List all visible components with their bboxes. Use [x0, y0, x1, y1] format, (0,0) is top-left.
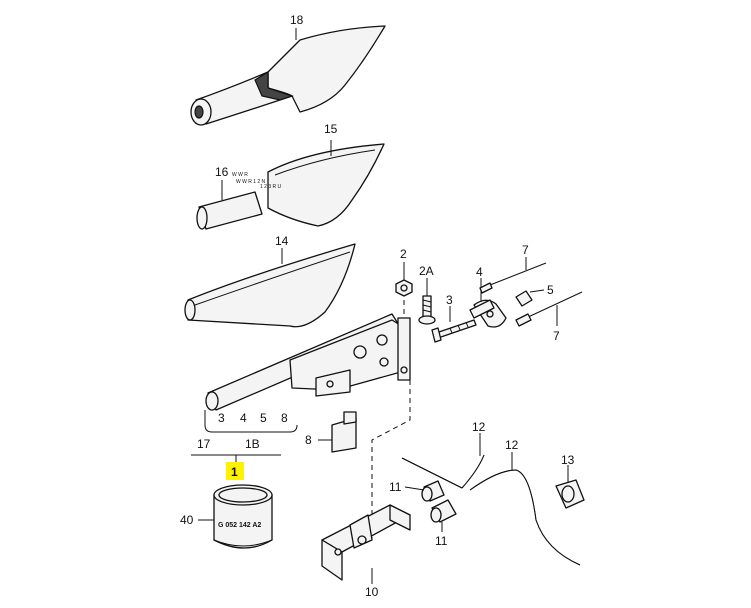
callout-18: 18 [290, 13, 304, 27]
svg-text:1 2 3 R U: 1 2 3 R U [260, 184, 282, 190]
callout-13: 13 [561, 453, 575, 467]
part-15-cover: W W R W W R 1 2 N 1 2 3 R U [232, 143, 385, 227]
part-3-pin [431, 319, 477, 343]
svg-text:W W R 1 2 N: W W R 1 2 N [236, 179, 266, 185]
bracket-group [191, 410, 298, 462]
callout-1: 1 [231, 465, 238, 479]
callout-3-group: 3 [218, 411, 225, 425]
svg-text:W W R: W W R [232, 172, 248, 178]
callout-5: 5 [547, 283, 554, 297]
callout-12-left: 12 [472, 420, 486, 434]
part-8-clip [331, 411, 357, 453]
part-18-handle-cover [190, 25, 386, 126]
ring-marking: G 052 142 A2 [218, 522, 261, 529]
callout-7-upper: 7 [522, 243, 529, 257]
callout-40: 40 [180, 513, 194, 527]
part-2-nut [395, 279, 413, 297]
part-10-base-bracket [321, 504, 411, 581]
callout-11-lower: 11 [435, 534, 448, 548]
callout-2: 2 [400, 247, 407, 261]
callout-11-upper: 11 [389, 480, 402, 494]
part-7-cable-upper [479, 262, 547, 294]
callout-7-lower: 7 [553, 329, 560, 343]
callout-15: 15 [324, 122, 338, 136]
callout-1b: 1B [245, 437, 260, 451]
callout-5-group: 5 [260, 411, 267, 425]
callout-1-highlight [226, 462, 244, 480]
callout-8-clip: 8 [305, 433, 312, 447]
callout-2a: 2A [419, 264, 434, 278]
part-12-guide-bent [401, 454, 485, 489]
part-16-cap [196, 191, 263, 230]
part-4-bracket [469, 299, 507, 328]
callout-14: 14 [275, 234, 289, 248]
callout-10: 10 [365, 585, 379, 599]
part-13-clip [555, 479, 585, 509]
lever-assembly [205, 313, 411, 411]
callout-4: 4 [476, 265, 483, 279]
callout-16: 16 [215, 165, 229, 179]
part-5-adjuster [515, 290, 533, 307]
part-11-grommet-lower [430, 499, 457, 523]
part-40-ring [213, 484, 273, 549]
part-11-grommet-upper [421, 480, 445, 502]
callout-8-group: 8 [281, 411, 288, 425]
callout-4-group: 4 [240, 411, 247, 425]
callout-17: 17 [197, 437, 211, 451]
callout-3: 3 [446, 293, 453, 307]
part-7-cable-lower [515, 291, 583, 327]
part-12-cable-long [469, 469, 581, 566]
part-2a-bolt [418, 295, 436, 325]
assembly-line-a [371, 380, 411, 540]
callout-12-right: 12 [505, 438, 519, 452]
part-14-boot [184, 243, 356, 328]
